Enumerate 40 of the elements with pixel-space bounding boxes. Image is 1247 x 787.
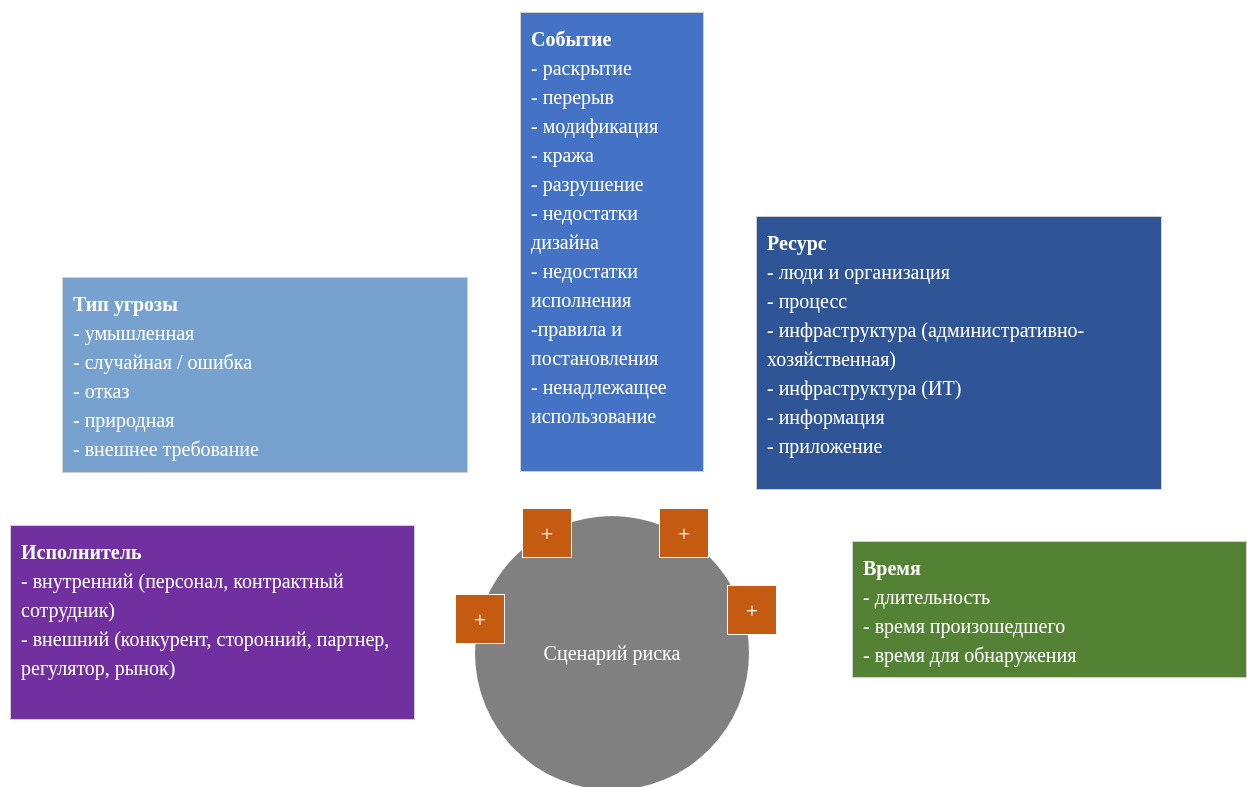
list-item: - ненадлежащее использование <box>531 375 668 429</box>
list-item: - разрушение <box>531 172 645 198</box>
list-item: - внешний (конкурент, сторонний, партнер, регулятор, рынок) <box>21 627 391 682</box>
category-box <box>62 277 468 473</box>
list-item: - время для обнаружения <box>863 643 1078 669</box>
list-item: - внешнее требование <box>73 437 260 463</box>
plus-marker: + <box>522 508 572 558</box>
list-item: - отказ <box>73 379 131 404</box>
category-box <box>852 541 1247 678</box>
list-item: - перерыв <box>531 85 615 111</box>
list-item: - инфраструктура (ИТ) <box>767 376 963 402</box>
list-item: - процесс <box>767 289 849 315</box>
list-item: -правила и постановления <box>531 317 660 371</box>
list-item: - кража <box>531 143 595 169</box>
box-heading: Исполнитель <box>21 540 143 565</box>
list-item: - случайная / ошибка <box>73 350 254 376</box>
list-item: - длительность <box>863 585 992 611</box>
box-heading: Тип угрозы <box>73 292 179 318</box>
plus-marker: + <box>727 585 777 635</box>
box-heading: Ресурс <box>767 231 828 257</box>
category-box <box>520 12 704 472</box>
box-heading: Время <box>863 556 922 582</box>
list-item: - раскрытие <box>531 56 633 82</box>
plus-marker: + <box>455 594 505 644</box>
list-item: - время произошедшего <box>863 614 1067 640</box>
list-item: - приложение <box>767 434 884 460</box>
category-box <box>10 525 415 720</box>
circle-label: Сценарий риска <box>543 640 681 667</box>
plus-marker: + <box>659 508 709 558</box>
list-item: - внутренний (персонал, контрактный сотрудник) <box>21 569 345 624</box>
list-item: - инфраструктура (административно-хозяйственная) <box>767 318 1086 373</box>
list-item: - природная <box>73 408 176 434</box>
list-item: - недостатки дизайна <box>531 201 640 256</box>
list-item: - модификация <box>531 114 660 140</box>
list-item: - люди и организация <box>767 260 952 286</box>
category-box <box>756 216 1162 490</box>
list-item: - недостатки исполнения <box>531 259 640 313</box>
box-heading: Событие <box>531 27 613 52</box>
list-item: - умышленная <box>73 321 196 347</box>
list-item: - информация <box>767 405 886 431</box>
